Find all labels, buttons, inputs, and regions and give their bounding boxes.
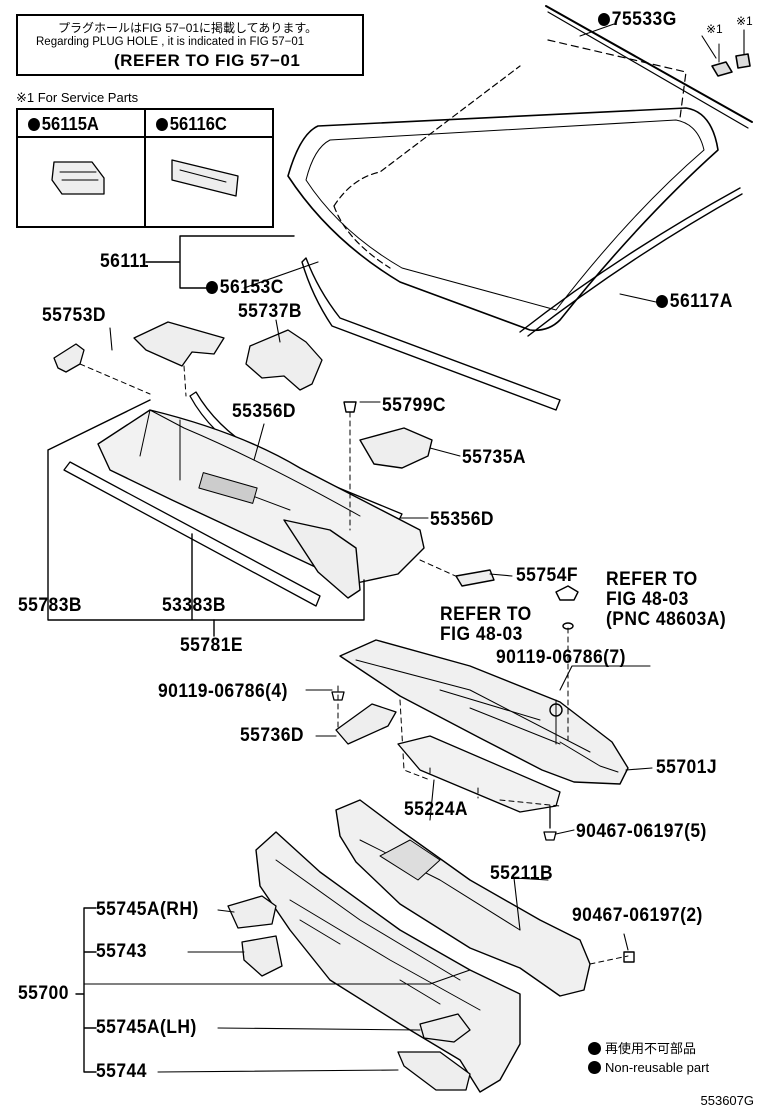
part-label[interactable]: 55799C [382,395,446,416]
service-parts-box: 56115A 56116C [16,108,274,228]
panel-55224A [397,735,561,841]
part-label[interactable]: 90467-06197(2) [572,905,703,926]
part-label[interactable]: 90467-06197(5) [576,821,707,842]
part-label[interactable]: 55356D [430,509,494,530]
refer-label[interactable]: FIG 48-03 [606,589,689,610]
bracket-55736D [331,685,431,781]
non-reusable-dot-icon [598,13,610,26]
refer-label[interactable]: (PNC 48603A) [606,609,727,630]
part-label[interactable]: 55735A [462,447,526,468]
service-part-label[interactable]: 56116C [156,114,227,135]
part-label[interactable]: 75533G [598,10,677,30]
clip-icons [711,29,751,77]
part-label[interactable]: 56117A [656,292,733,312]
service-mark: ※1 [736,14,753,28]
part-label[interactable]: 55753D [42,305,106,326]
part-label[interactable]: 55700 [18,983,69,1004]
part-label[interactable]: 55736D [240,725,304,746]
notice-line-jp: プラグホールはFIG 57−01に掲載してあります。 [58,21,318,35]
non-reusable-dot-icon [656,295,668,308]
part-label[interactable]: 55356D [232,401,296,422]
notice-line-en: Regarding PLUG HOLE , it is indicated in… [36,36,305,48]
windshield-glass [287,5,753,411]
part-label[interactable]: 90119-06786(7) [496,647,626,668]
refer-label[interactable]: REFER TO [440,604,532,625]
legend-jp: 再使用不可部品 [588,1038,696,1057]
refer-notice-box: プラグホールはFIG 57−01に掲載してあります。 Regarding PLU… [16,14,364,76]
lower-brackets [227,895,471,1091]
service-parts-note: ※1 For Service Parts [16,90,139,105]
cowl-louver [97,401,495,599]
part-label[interactable]: 55745A(RH) [96,899,199,920]
part-label[interactable]: 55211B [490,863,554,884]
service-part-label[interactable]: 56115A [28,114,99,135]
dash-panel-55211B [335,799,635,997]
part-label[interactable]: 56153C [206,278,284,298]
part-label[interactable]: 55783B [18,595,82,616]
part-label[interactable]: 55737B [238,301,302,322]
legend-en: Non-reusable part [588,1060,709,1075]
non-reusable-dot-icon [206,281,218,294]
part-label[interactable]: 55701J [656,757,718,778]
service-part-drawings [51,159,239,197]
part-label[interactable]: 55224A [404,799,468,820]
part-label[interactable]: 55781E [180,635,244,656]
part-label[interactable]: 55754F [516,565,579,586]
non-reusable-dot-icon [588,1061,601,1074]
part-label[interactable]: 53383B [162,595,226,616]
outer-cowl-panel [339,585,629,785]
refer-label[interactable]: REFER TO [606,569,698,590]
notice-refer: (REFER TO FIG 57−01 [114,51,301,70]
part-label[interactable]: 55745A(LH) [96,1017,197,1038]
small-brackets [53,321,323,397]
refer-label[interactable]: FIG 48-03 [440,624,523,645]
part-label[interactable]: 55744 [96,1061,147,1082]
figure-code: 553607G [700,1093,755,1108]
leader-lines [83,23,745,1073]
part-label[interactable]: 55743 [96,941,147,962]
non-reusable-dot-icon [156,118,168,131]
non-reusable-dot-icon [28,118,40,131]
service-mark: ※1 [706,22,723,36]
part-label[interactable]: 56111 [100,251,149,272]
part-label[interactable]: 90119-06786(4) [158,681,288,702]
non-reusable-dot-icon [588,1042,601,1055]
